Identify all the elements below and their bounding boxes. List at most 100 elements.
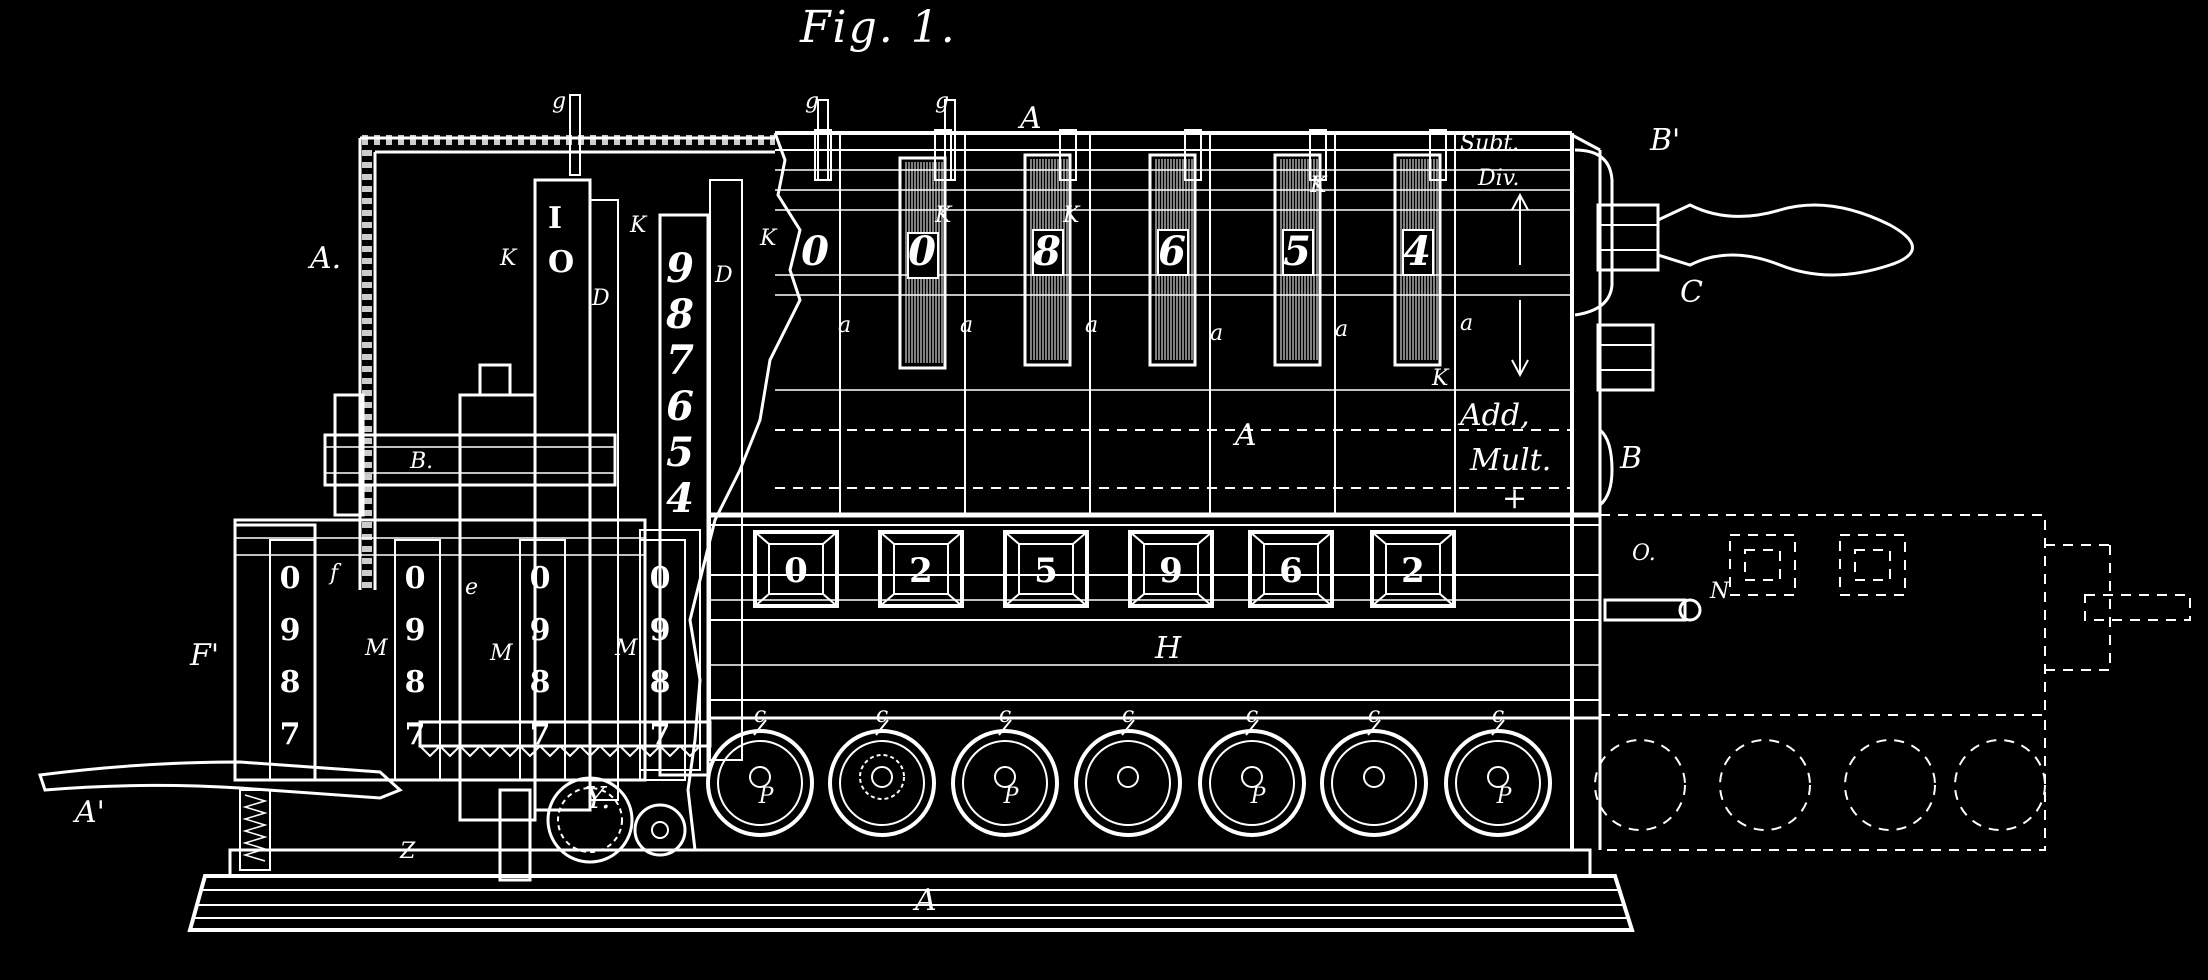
result-digit-2: 2 <box>909 551 933 591</box>
setting-digit-6: 4 <box>1403 228 1431 275</box>
result-digit-6: 2 <box>1401 551 1425 591</box>
label-g-2: g <box>805 89 819 114</box>
label-d-2: D <box>714 263 733 288</box>
left-column-digit-3: 7 <box>666 337 694 384</box>
dial-c-label-6: c <box>1368 703 1380 728</box>
dial-5[interactable]: cP <box>1198 703 1306 837</box>
crank-handle[interactable] <box>1574 148 1914 507</box>
label-a-left: A. <box>307 241 341 276</box>
wheel-1-digit-3: 8 <box>280 665 301 700</box>
label-f: f <box>328 561 342 586</box>
left-housing <box>358 135 775 590</box>
result-digit-4: 9 <box>1159 551 1183 591</box>
wheel-2-digit-4: 7 <box>405 717 426 752</box>
label-a-top: A <box>1017 101 1042 136</box>
dial-6[interactable]: c <box>1320 703 1428 837</box>
setting-slide-3[interactable]: 8 <box>1023 129 1077 367</box>
left-column-digit-2: 8 <box>665 291 694 338</box>
result-digit-3: 5 <box>1034 551 1058 591</box>
result-window-5: 6 <box>1248 530 1334 608</box>
result-window-2: 2 <box>878 530 964 608</box>
label-e: e <box>465 575 478 600</box>
setting-slide-2[interactable]: 0 <box>898 129 952 370</box>
label-m-3: M <box>614 636 638 661</box>
setting-slide-1[interactable]: 0 <box>801 129 832 275</box>
setting-slide-4[interactable]: 6 <box>1148 129 1202 367</box>
lever-a-prime[interactable] <box>38 760 403 871</box>
wheel-4-digit-4: 7 <box>650 717 671 752</box>
wheel-1-digit-2: 9 <box>280 613 301 648</box>
dial-c-label-7: c <box>1492 703 1504 728</box>
setting-digit-2: 0 <box>908 228 936 275</box>
label-b: B. <box>409 449 433 474</box>
wheel-4-digit-2: 9 <box>650 613 671 648</box>
left-column-digit-5: 5 <box>666 429 694 476</box>
left-column-digit-1: 9 <box>666 245 694 292</box>
setting-digit-5: 5 <box>1283 228 1311 275</box>
label-a-2: a <box>960 313 973 338</box>
knob-n[interactable] <box>1603 598 1702 622</box>
label-b-prime: B' <box>1649 123 1680 158</box>
label-d-1: D <box>591 286 610 311</box>
wheel-3-digit-2: 9 <box>530 613 551 648</box>
label-a-4: a <box>1210 321 1223 346</box>
dial-7[interactable]: cP <box>1444 703 1552 837</box>
label-k-2: K <box>629 213 648 238</box>
wheel-3-digit-1: 0 <box>530 561 551 596</box>
op-add: Add, <box>1457 398 1530 433</box>
dial-2[interactable]: c <box>828 703 936 837</box>
op-subt: Subt. <box>1460 131 1519 156</box>
dial-p-label-7: P <box>1496 784 1513 809</box>
label-c: C <box>1680 275 1703 310</box>
label-o: O. <box>1632 541 1656 566</box>
op-mult: Mult. <box>1469 443 1551 478</box>
label-a-1: a <box>838 313 851 338</box>
dial-c-label-5: c <box>1246 703 1258 728</box>
operation-arrows <box>1511 192 1529 378</box>
label-a-5: a <box>1335 317 1348 342</box>
setting-digit-1: 0 <box>801 228 829 275</box>
wheel-2-digit-1: 0 <box>405 561 426 596</box>
wheel-3-digit-3: 8 <box>530 665 551 700</box>
dial-c-label-1: c <box>754 703 766 728</box>
wheel-4-digit-3: 8 <box>650 665 671 700</box>
label-a-base: A <box>912 883 937 918</box>
label-k-7: K <box>1431 366 1450 391</box>
pin-rod-1 <box>569 94 581 176</box>
op-div: Div. <box>1477 166 1520 191</box>
figure-title: Fig. 1. <box>800 2 957 53</box>
dial-c-label-4: c <box>1122 703 1134 728</box>
result-digit-5: 6 <box>1279 551 1303 591</box>
pin-rod-2 <box>817 99 829 181</box>
label-a-mid: A <box>1232 418 1257 453</box>
cutaway-edge <box>686 132 802 851</box>
setting-slide-5[interactable]: 5 <box>1273 129 1327 367</box>
left-slide-digit-2: O <box>548 245 574 280</box>
dial-c-label-2: c <box>876 703 888 728</box>
label-y: Y. <box>585 781 610 816</box>
dial-3[interactable]: cP <box>951 703 1059 837</box>
left-column-digit-4: 6 <box>666 383 694 430</box>
wheel-2-digit-2: 9 <box>405 613 426 648</box>
dial-p-label-5: P <box>1250 784 1267 809</box>
dial-4[interactable]: c <box>1074 703 1182 837</box>
wheel-4-digit-1: 0 <box>650 561 671 596</box>
label-g-3: g <box>935 89 949 114</box>
label-n: N <box>1709 579 1730 604</box>
dial-p-label-3: P <box>1003 784 1020 809</box>
label-a-6: a <box>1460 311 1473 336</box>
result-window-6: 2 <box>1370 530 1456 608</box>
setting-slide-6[interactable]: 4 <box>1393 129 1447 367</box>
dial-c-label-3: c <box>999 703 1011 728</box>
left-column-digit-6: 4 <box>666 475 694 522</box>
label-k-6: K <box>1309 173 1328 198</box>
dial-p-label-1: P <box>758 784 775 809</box>
label-h: H <box>1154 631 1182 666</box>
dial-1[interactable]: cP <box>706 703 814 837</box>
